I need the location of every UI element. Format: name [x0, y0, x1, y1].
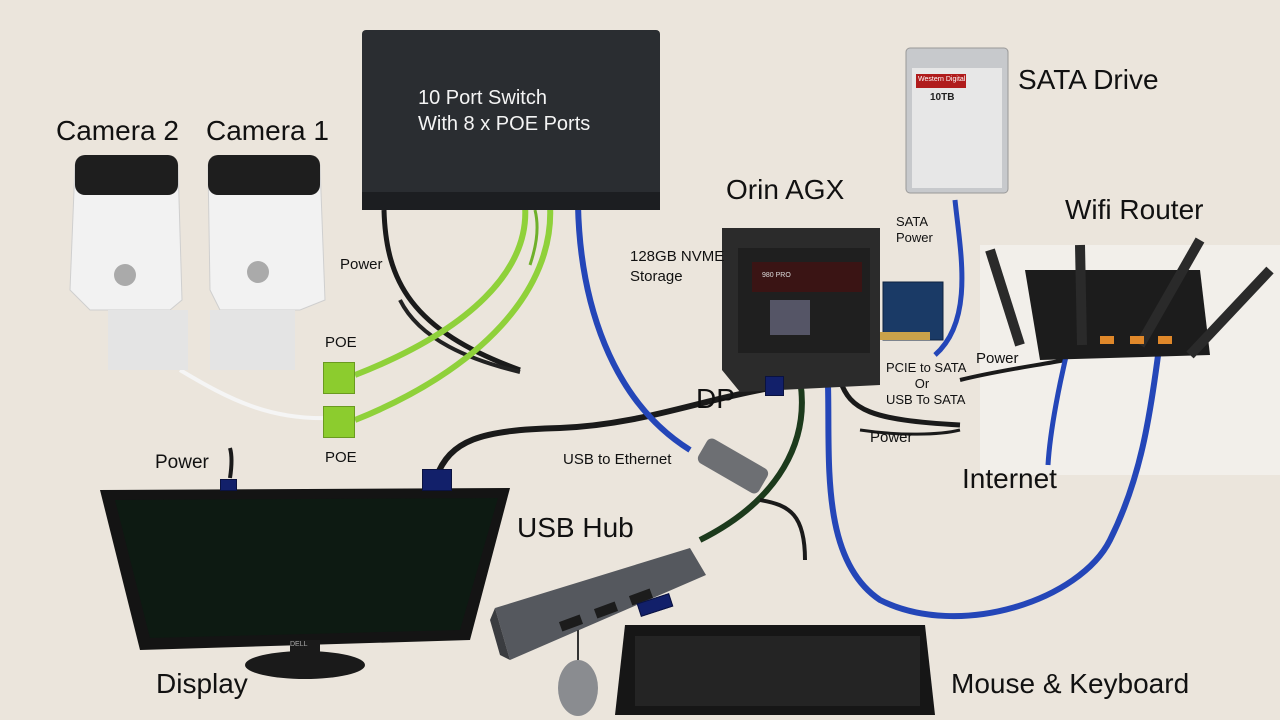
sata-drive: [905, 47, 1009, 194]
switch-label-line2: With 8 x POE Ports: [418, 113, 591, 135]
nvme-brand-print: 980 PRO: [762, 272, 791, 279]
monitor-brand-print: DELL: [290, 641, 308, 648]
camera-white-cable: [178, 368, 331, 421]
usb-ethernet-adapter: [697, 438, 769, 494]
sata-power-label-line1: SATA: [896, 214, 929, 229]
camera-2-label: Camera 2: [56, 115, 179, 146]
sata-power-label-line2: Power: [896, 230, 933, 245]
poe-cable-extra: [528, 209, 539, 266]
poe-switch: [362, 30, 660, 210]
usb-ethernet-cable-tail: [759, 498, 807, 561]
internet-label: Internet: [962, 463, 1057, 494]
orin-power-cable: [837, 379, 961, 428]
nvme-label-line1: 128GB NVME: [630, 248, 725, 265]
camera-2: [69, 155, 188, 370]
poe-cable-camera2: [353, 204, 554, 423]
camera-1: [207, 155, 326, 370]
nvme-label-line2: Storage: [630, 268, 683, 285]
pcie-label-line3: USB To SATA: [886, 392, 966, 407]
pcie-sata-card: [880, 281, 944, 341]
mouse-keyboard-label: Mouse & Keyboard: [951, 668, 1190, 699]
orin-power-label: Power: [870, 429, 913, 446]
switch-front-edge: [362, 192, 660, 210]
wifi-router: [985, 237, 1274, 360]
display-power-label: Power: [155, 452, 209, 473]
display-power-cable: [228, 447, 234, 479]
pcie-label-line1: PCIE to SATA: [886, 360, 967, 375]
display-power-port-marker: [220, 479, 237, 491]
hdd-capacity-print: 10TB: [930, 92, 955, 103]
orin-label: Orin AGX: [726, 174, 845, 205]
usb-hub: [490, 548, 706, 660]
switch-power-cable-loop: [398, 299, 521, 374]
switch-label-line1: 10 Port Switch: [418, 87, 547, 109]
switch-power-cable: [381, 209, 521, 373]
poe-port-marker-bottom: [323, 406, 355, 438]
mouse: [558, 630, 598, 716]
poe-cable-camera1: [353, 204, 529, 378]
switch-to-usb-ethernet-cable: [575, 204, 692, 453]
display-dp-port-marker: [422, 469, 452, 491]
router-power-label: Power: [976, 350, 1019, 367]
monitor: [100, 488, 510, 679]
sata-drive-label: SATA Drive: [1018, 64, 1159, 95]
router-power-cable: [959, 358, 1066, 382]
poe-port-marker-top: [323, 362, 355, 394]
orin-dp-port-marker: [765, 376, 784, 396]
orin-agx: [722, 228, 880, 392]
dp-label: DP: [696, 383, 735, 414]
switch-power-label: Power: [340, 256, 383, 273]
hdd-brand-print: Western Digital: [918, 76, 966, 83]
displayport-cable: [433, 385, 771, 480]
camera-1-label: Camera 1: [206, 115, 329, 146]
usb-ethernet-label: USB to Ethernet: [563, 451, 672, 468]
misc-cable: [859, 428, 961, 436]
usb-hub-cable: [698, 379, 805, 543]
poe-label-top: POE: [325, 334, 357, 351]
poe-label-bottom: POE: [325, 449, 357, 466]
sata-data-cable: [933, 199, 965, 357]
wifi-router-label: Wifi Router: [1065, 194, 1204, 225]
keyboard: [615, 625, 935, 715]
usb-hub-label: USB Hub: [517, 512, 634, 543]
pcie-label-line2: Or: [914, 376, 930, 391]
orin-to-router-cable: [825, 339, 1163, 620]
display-label: Display: [156, 668, 248, 699]
